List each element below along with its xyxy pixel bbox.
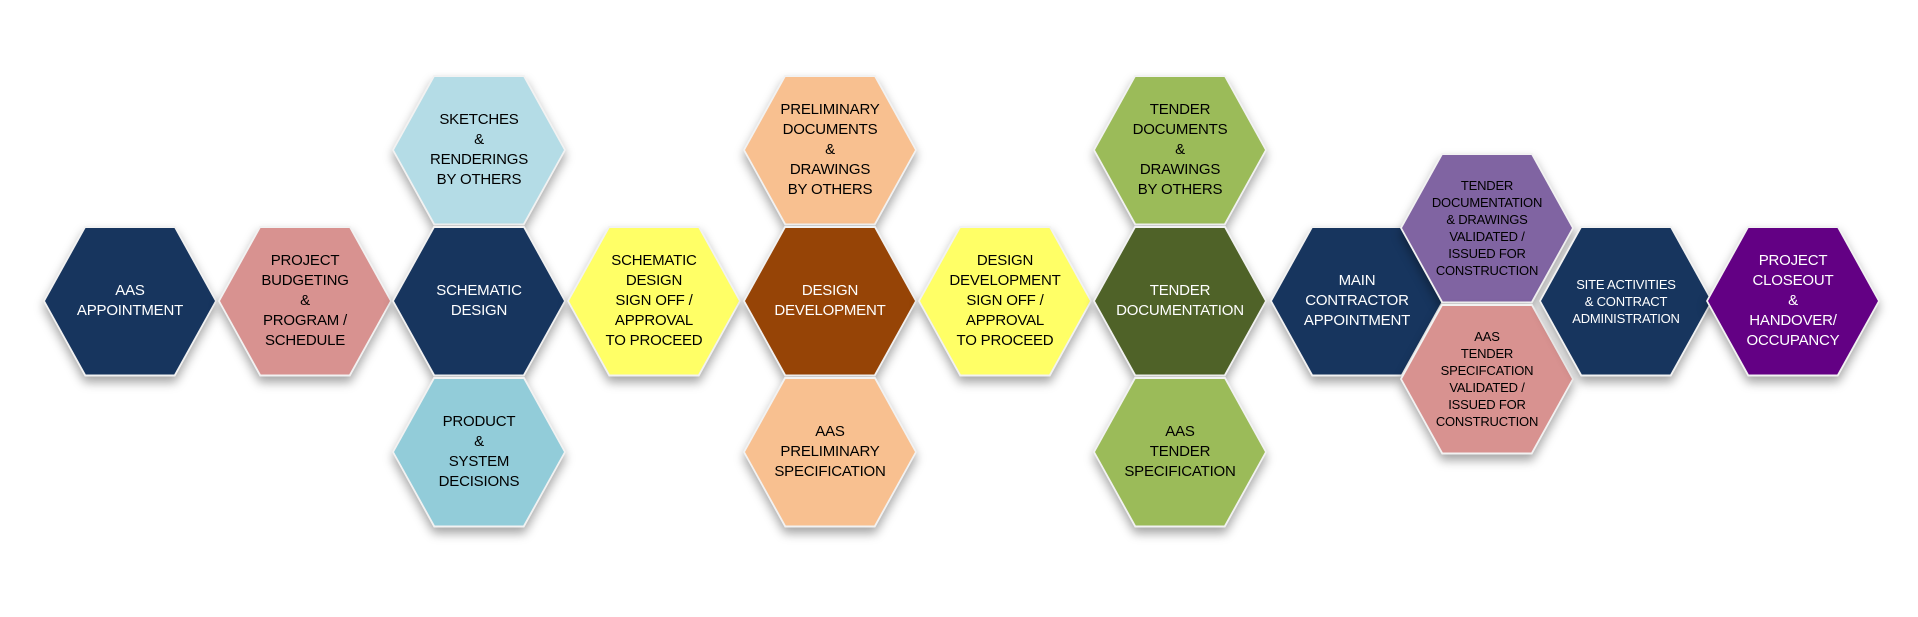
- hexagon-label: PRELIMINARY DOCUMENTS & DRAWINGS BY OTHE…: [780, 101, 880, 198]
- hexagon-project-closeout: PROJECT CLOSEOUT & HANDOVER/ OCCUPANCY: [1706, 225, 1880, 377]
- hexagon-tender-documentation: TENDER DOCUMENTATION: [1093, 225, 1267, 377]
- hexagon-label: AAS PRELIMINARY SPECIFICATION: [774, 423, 886, 480]
- hexagon-label: DESIGN DEVELOPMENT SIGN OFF / APPROVAL T…: [949, 252, 1061, 349]
- hexagon-preliminary-documents: PRELIMINARY DOCUMENTS & DRAWINGS BY OTHE…: [743, 74, 917, 226]
- hexagon-label: TENDER DOCUMENTS & DRAWINGS BY OTHERS: [1132, 101, 1228, 198]
- hexagon-label: SCHEMATIC DESIGN SIGN OFF / APPROVAL TO …: [605, 252, 703, 349]
- hexagon-shape: PROJECT CLOSEOUT & HANDOVER/ OCCUPANCY: [1708, 227, 1878, 375]
- hexagon-shape: SITE ACTIVITIES & CONTRACT ADMINISTRATIO…: [1541, 227, 1711, 375]
- hexagon-shape: AAS TENDER SPECIFCATION VALIDATED / ISSU…: [1402, 305, 1572, 453]
- hexagon-aas-tender-specification: AAS TENDER SPECIFICATION: [1093, 376, 1267, 528]
- hexagon-schematic-design: SCHEMATIC DESIGN: [392, 225, 566, 377]
- hexagon-shape: PRELIMINARY DOCUMENTS & DRAWINGS BY OTHE…: [745, 76, 915, 224]
- hexagon-shape: SCHEMATIC DESIGN: [394, 227, 564, 375]
- hexagon-shape: PROJECT BUDGETING & PROGRAM / SCHEDULE: [220, 227, 390, 375]
- hexagon-label: PROJECT BUDGETING & PROGRAM / SCHEDULE: [261, 252, 349, 349]
- hexagon-aas-appointment: AAS APPOINTMENT: [43, 225, 217, 377]
- hexagon-shape: AAS TENDER SPECIFICATION: [1095, 378, 1265, 526]
- hexagon-project-budgeting: PROJECT BUDGETING & PROGRAM / SCHEDULE: [218, 225, 392, 377]
- hexagon-shape: DESIGN DEVELOPMENT SIGN OFF / APPROVAL T…: [920, 227, 1090, 375]
- hexagon-shape: TENDER DOCUMENTATION & DRAWINGS VALIDATE…: [1402, 154, 1572, 302]
- hexagon-label: PRODUCT & SYSTEM DECISIONS: [438, 413, 520, 490]
- hexagon-label: AAS TENDER SPECIFCATION VALIDATED / ISSU…: [1435, 329, 1539, 429]
- hexagon-label: SCHEMATIC DESIGN: [436, 282, 522, 319]
- hexagon-label: TENDER DOCUMENTATION & DRAWINGS VALIDATE…: [1431, 178, 1543, 278]
- hexagon-shape: PRODUCT & SYSTEM DECISIONS: [394, 378, 564, 526]
- hexagon-shape: TENDER DOCUMENTS & DRAWINGS BY OTHERS: [1095, 76, 1265, 224]
- hexagon-label: DESIGN DEVELOPMENT: [774, 282, 886, 319]
- hexagon-label: SKETCHES & RENDERINGS BY OTHERS: [429, 111, 528, 188]
- hexagon-shape: SKETCHES & RENDERINGS BY OTHERS: [394, 76, 564, 224]
- hexagon-design-development: DESIGN DEVELOPMENT: [743, 225, 917, 377]
- hexagon-shape: DESIGN DEVELOPMENT: [745, 227, 915, 375]
- hexagon-shape: MAIN CONTRACTOR APPOINTMENT: [1272, 227, 1442, 375]
- hexagon-site-activities: SITE ACTIVITIES & CONTRACT ADMINISTRATIO…: [1539, 225, 1713, 377]
- hexagon-label: TENDER DOCUMENTATION: [1116, 282, 1244, 319]
- hexagon-aas-tender-specification-validated: AAS TENDER SPECIFCATION VALIDATED / ISSU…: [1400, 303, 1574, 455]
- hexagon-schematic-design-sign-off: SCHEMATIC DESIGN SIGN OFF / APPROVAL TO …: [567, 225, 741, 377]
- hexagon-label: MAIN CONTRACTOR APPOINTMENT: [1303, 272, 1411, 329]
- hexagon-label: PROJECT CLOSEOUT & HANDOVER/ OCCUPANCY: [1746, 252, 1840, 349]
- hexagon-label: SITE ACTIVITIES & CONTRACT ADMINISTRATIO…: [1572, 276, 1680, 326]
- hexagon-design-development-sign-off: DESIGN DEVELOPMENT SIGN OFF / APPROVAL T…: [918, 225, 1092, 377]
- hexagon-shape: TENDER DOCUMENTATION: [1095, 227, 1265, 375]
- hexagon-tender-documentation-validated: TENDER DOCUMENTATION & DRAWINGS VALIDATE…: [1400, 152, 1574, 304]
- hexagon-product-system-decisions: PRODUCT & SYSTEM DECISIONS: [392, 376, 566, 528]
- hexagon-aas-preliminary-specification: AAS PRELIMINARY SPECIFICATION: [743, 376, 917, 528]
- hexagon-label: AAS APPOINTMENT: [76, 282, 184, 319]
- hexagon-shape: SCHEMATIC DESIGN SIGN OFF / APPROVAL TO …: [569, 227, 739, 375]
- hexagon-tender-documents: TENDER DOCUMENTS & DRAWINGS BY OTHERS: [1093, 74, 1267, 226]
- hexagon-sketches-renderings: SKETCHES & RENDERINGS BY OTHERS: [392, 74, 566, 226]
- hexagon-shape: AAS PRELIMINARY SPECIFICATION: [745, 378, 915, 526]
- hexagon-label: AAS TENDER SPECIFICATION: [1124, 423, 1236, 480]
- hexagon-shape: AAS APPOINTMENT: [45, 227, 215, 375]
